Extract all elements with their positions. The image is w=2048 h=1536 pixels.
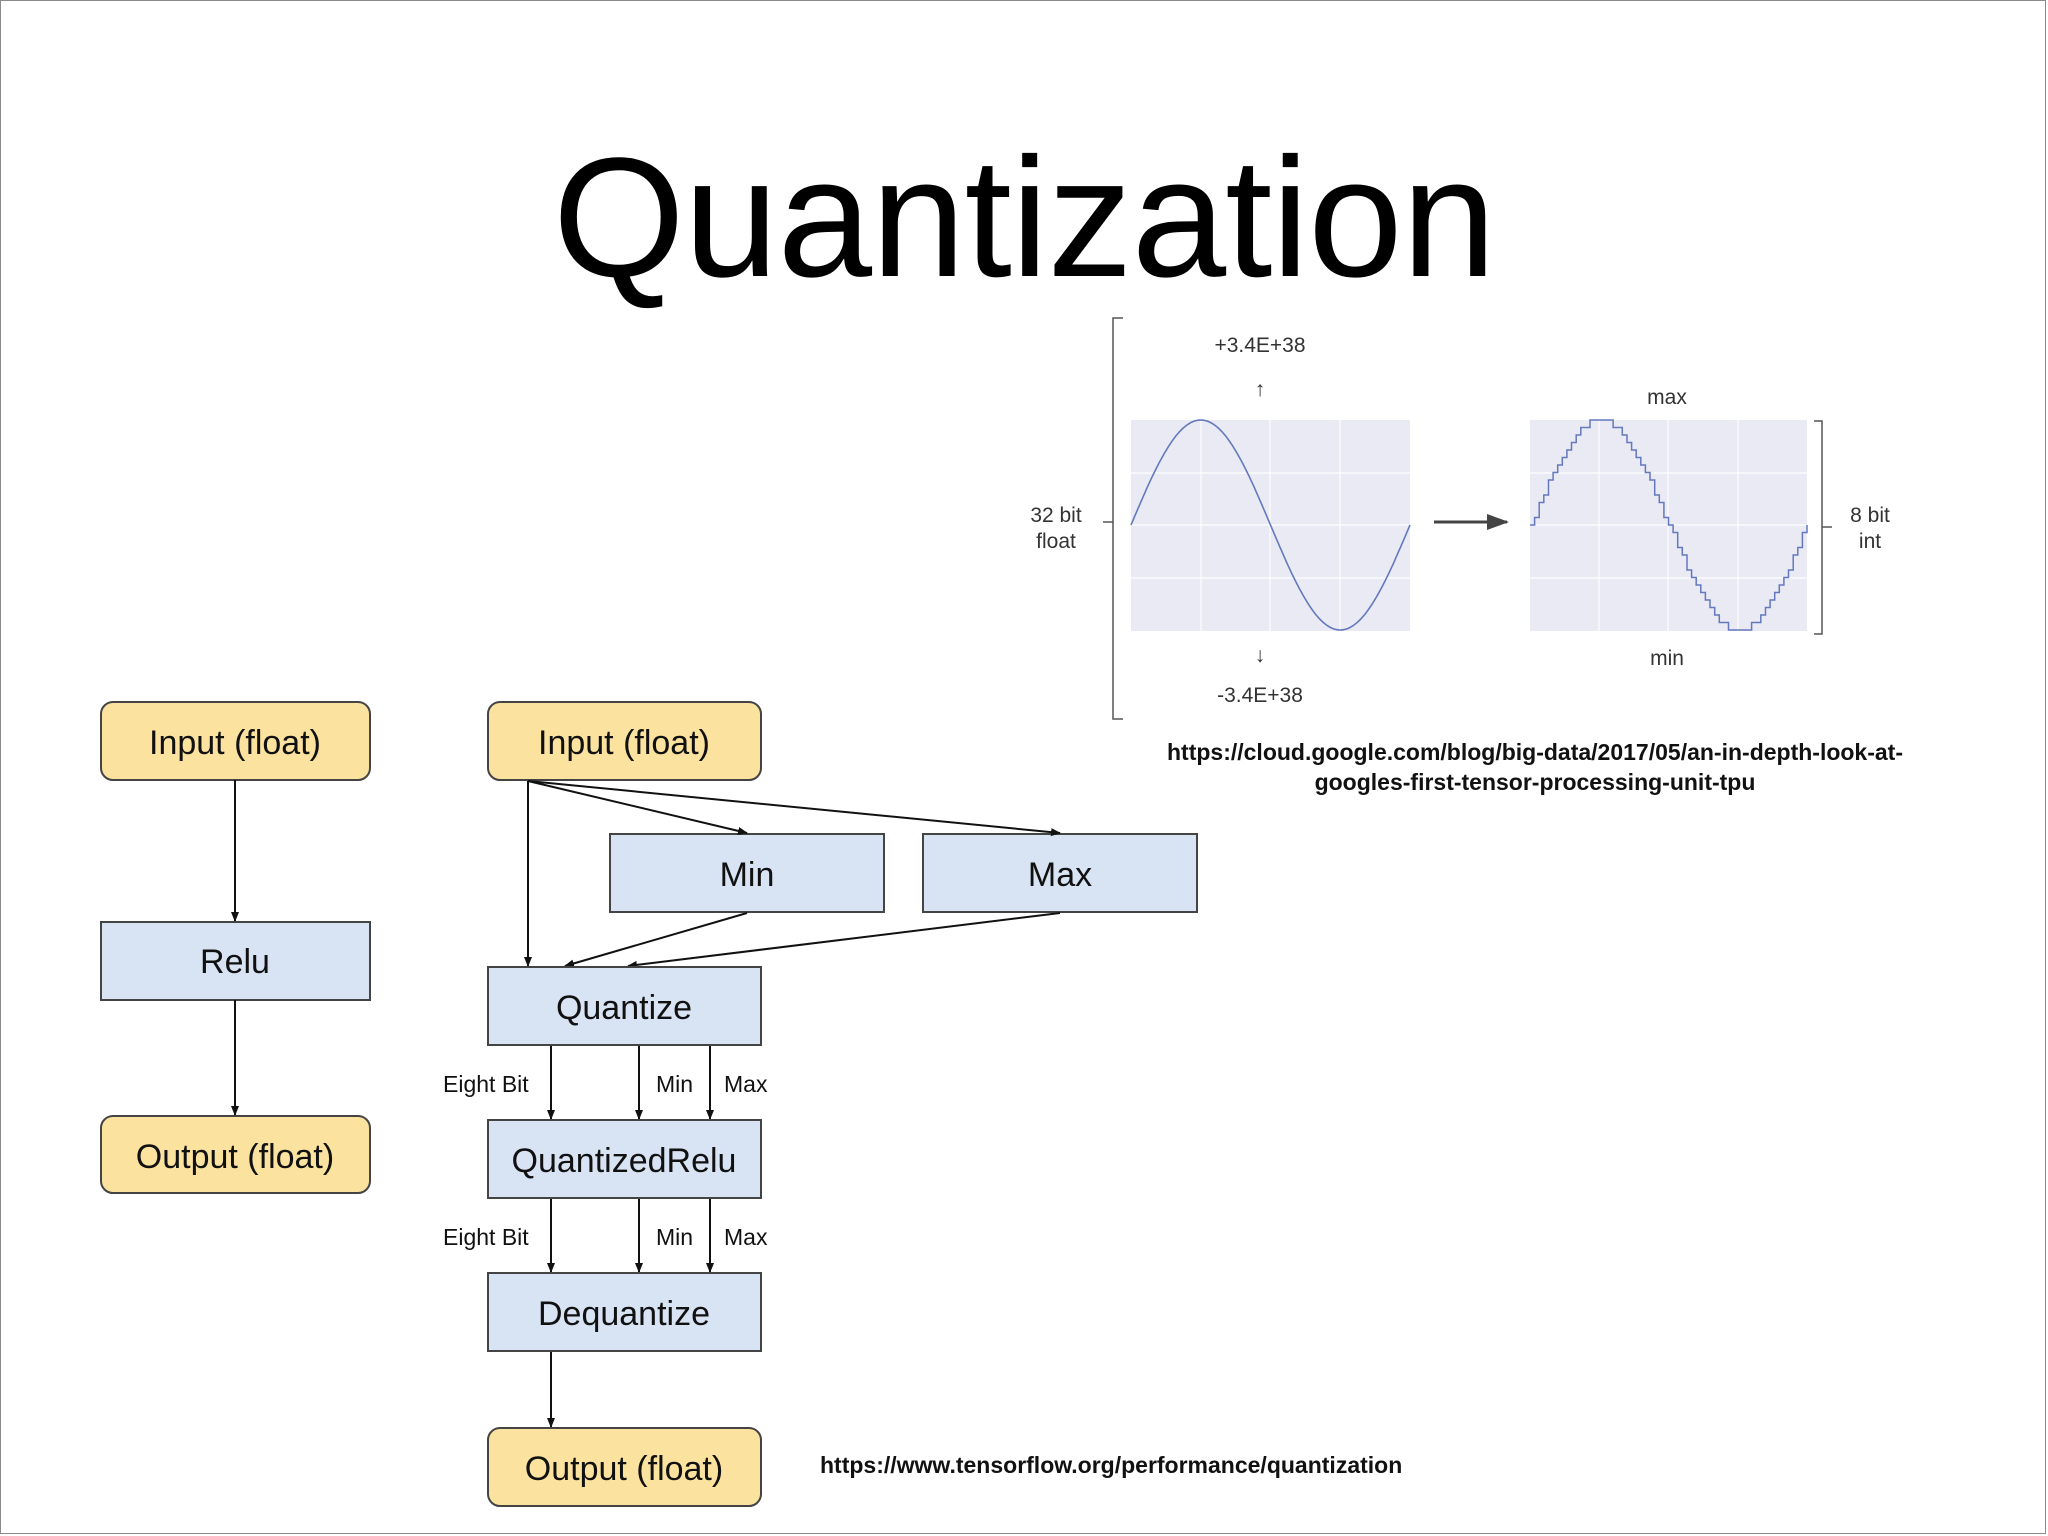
quantizedrelu-node: QuantizedRelu	[487, 1119, 762, 1199]
right-output-label: Output (float)	[525, 1450, 723, 1488]
edge-label-eightbit-2: Eight Bit	[443, 1224, 529, 1250]
min-node-label: Min	[720, 856, 775, 894]
label-float: float	[1036, 530, 1076, 553]
left-output-node: Output (float)	[100, 1115, 371, 1194]
edge-label-min-2: Min	[656, 1224, 693, 1250]
left-range-bracket	[1112, 317, 1123, 720]
max-node: Max	[922, 833, 1198, 913]
edge-label-max-1: Max	[724, 1071, 768, 1097]
edge-input-min	[527, 780, 748, 835]
edge-max-quantize	[627, 912, 1061, 969]
up-arrow-icon: ↑	[1255, 378, 1266, 401]
edge-label-max-2: Max	[724, 1224, 768, 1250]
float-sine-plot	[1130, 419, 1411, 631]
right-range-bracket	[1814, 420, 1823, 635]
left-relu-label: Relu	[200, 943, 270, 981]
right-output-node: Output (float)	[487, 1427, 762, 1507]
tpu-url-line-1: https://cloud.google.com/blog/big-data/2…	[1166, 739, 1903, 765]
quantize-label: Quantize	[556, 989, 692, 1027]
label-int: int	[1859, 530, 1881, 553]
right-input-node: Input (float)	[487, 701, 762, 781]
quantizedrelu-label: QuantizedRelu	[512, 1142, 737, 1180]
tpu-source-link[interactable]: https://cloud.google.com/blog/big-data/2…	[1080, 737, 1990, 797]
label-32bit: 32 bit	[1030, 504, 1082, 527]
left-input-label: Input (float)	[149, 724, 321, 762]
int-step-plot	[1530, 419, 1808, 631]
down-arrow-icon: ↓	[1255, 644, 1266, 667]
tpu-quantization-figure: 32 bit float +3.4E+38 ↑ ↓ -3.4E+38 max m…	[1030, 317, 1890, 720]
edge-min-quantize	[564, 912, 748, 968]
left-input-node: Input (float)	[100, 701, 371, 781]
slide-title: Quantization	[552, 123, 1497, 313]
min-node: Min	[609, 833, 885, 913]
left-graph: Input (float) Relu Output (float)	[100, 701, 371, 1194]
tensorflow-source-link[interactable]: https://www.tensorflow.org/performance/q…	[820, 1452, 1403, 1478]
label-bottom-value: -3.4E+38	[1217, 684, 1303, 707]
edge-label-min-1: Min	[656, 1071, 693, 1097]
right-input-label: Input (float)	[538, 724, 710, 762]
dequantize-label: Dequantize	[538, 1295, 710, 1333]
int-step-curve	[1530, 419, 1808, 631]
label-max: max	[1647, 386, 1687, 409]
edge-input-max	[527, 780, 1061, 837]
tpu-url-line-2: googles-first-tensor-processing-unit-tpu	[1314, 769, 1756, 795]
left-relu-node: Relu	[100, 921, 371, 1001]
edge-label-eightbit-1: Eight Bit	[443, 1071, 529, 1097]
float-sine-curve	[1130, 419, 1411, 631]
max-node-label: Max	[1028, 856, 1092, 894]
right-graph: Input (float) Min Max Quantize Eight Bit…	[443, 701, 1198, 1507]
quantize-node: Quantize	[487, 966, 762, 1046]
label-8bit: 8 bit	[1850, 504, 1890, 527]
label-min: min	[1650, 647, 1684, 670]
left-output-label: Output (float)	[136, 1138, 334, 1176]
label-top-value: +3.4E+38	[1214, 334, 1305, 357]
dequantize-node: Dequantize	[487, 1272, 762, 1352]
